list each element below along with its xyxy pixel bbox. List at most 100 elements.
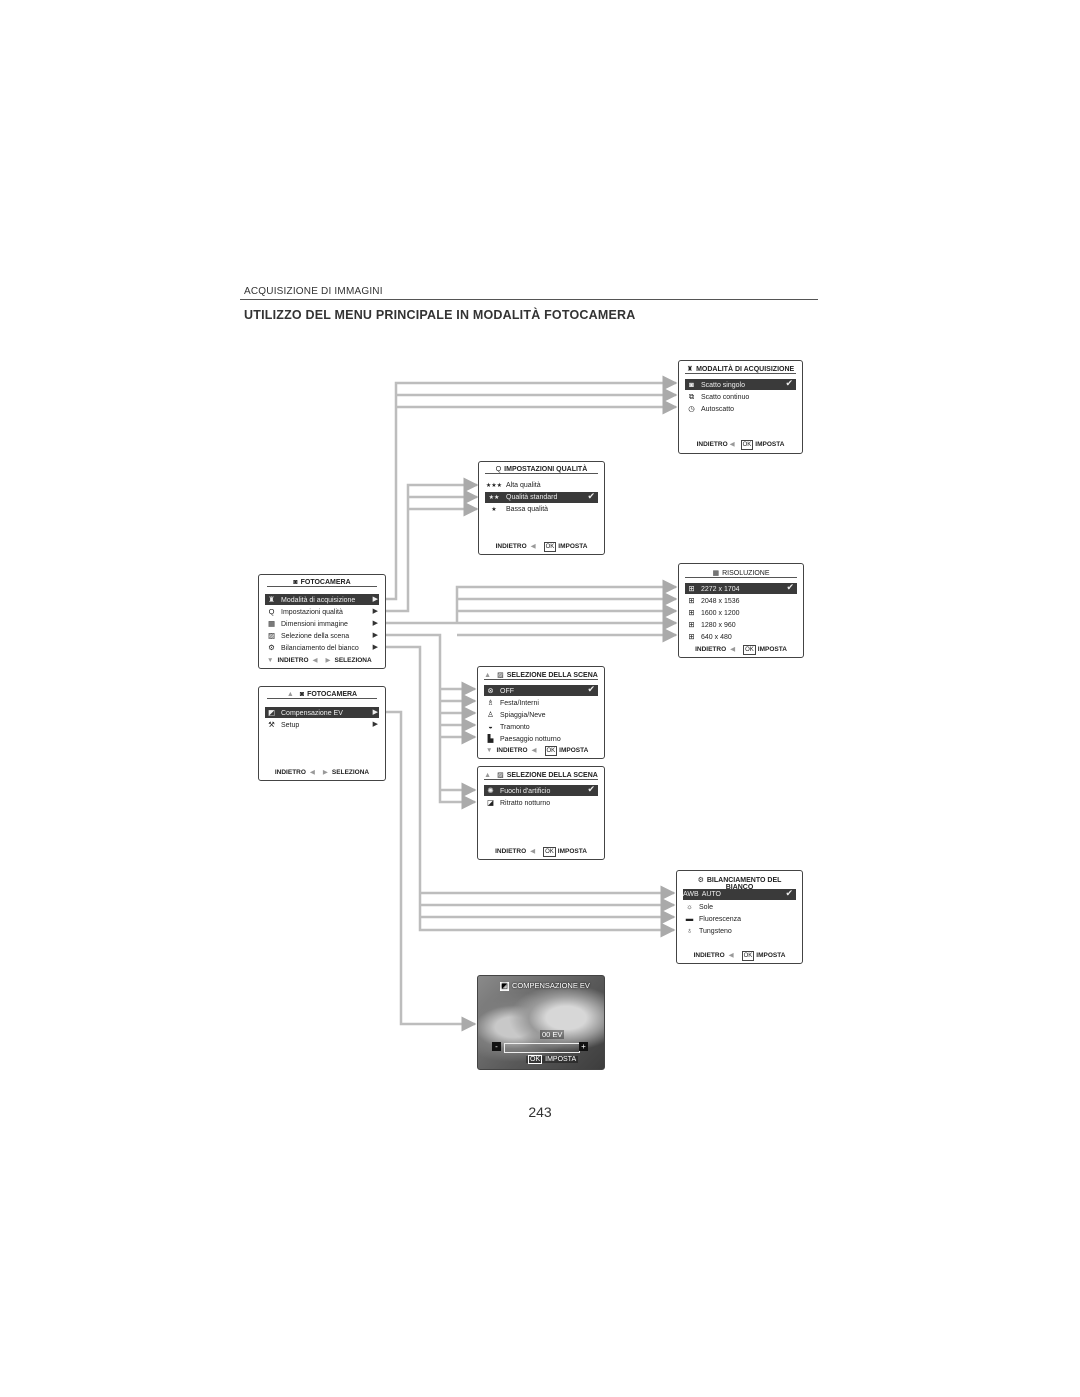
back-button[interactable]: INDIETRO xyxy=(496,747,528,754)
menu-footer: INDIETRO◀▶SELEZIONA xyxy=(259,768,385,776)
white-balance-icon: ⚙ xyxy=(268,643,275,652)
page-title: UTILIZZO DEL MENU PRINCIPALE IN MODALITÀ… xyxy=(244,308,636,322)
capture-mode-icon: ♜ xyxy=(686,366,694,373)
arrow-right-icon: ▶ xyxy=(372,632,378,639)
set-button[interactable]: IMPOSTA xyxy=(558,543,588,550)
camera-icon: ◙ xyxy=(293,579,298,586)
check-icon: ✔ xyxy=(587,684,595,694)
image-size-icon: ▦ xyxy=(267,619,276,628)
back-button[interactable]: INDIETRO xyxy=(274,769,306,776)
arrow-left-icon: ◀ xyxy=(530,848,536,855)
back-button[interactable]: INDIETRO xyxy=(696,441,728,448)
scene-off-icon: ⊗ xyxy=(487,686,494,695)
ev-icon: ◩ xyxy=(500,982,509,991)
resolution-icon: ⊞ xyxy=(688,584,695,593)
option-beach-snow[interactable]: ♙Spiaggia/Neve xyxy=(484,709,598,720)
option-wb-fluorescent[interactable]: ▬Fluorescenza xyxy=(683,913,796,924)
menu-item-white-balance[interactable]: ⚙Bilanciamento del bianco▶ xyxy=(265,642,379,653)
arrow-right-icon: ▶ xyxy=(372,620,378,627)
back-button[interactable]: INDIETRO xyxy=(495,848,527,855)
set-button[interactable]: IMPOSTA xyxy=(557,848,587,855)
option-continuous[interactable]: ⧉Scatto continuo xyxy=(685,391,796,402)
menu-item-label: Compensazione EV xyxy=(281,710,343,717)
arrow-right-icon: ▶ xyxy=(372,709,378,716)
select-button[interactable]: SELEZIONA xyxy=(331,769,370,776)
option-wb-sun[interactable]: ☼Sole xyxy=(683,901,796,912)
option-label: Qualità standard xyxy=(506,494,558,501)
menu-item-scene[interactable]: ▨Selezione della scena▶ xyxy=(265,630,379,641)
option-label: Alta qualità xyxy=(506,482,541,489)
option-label: Scatto continuo xyxy=(701,394,750,401)
option-fireworks[interactable]: ✺Fuochi d'artificio✔ xyxy=(484,784,598,796)
resolution-icon: ⊞ xyxy=(688,608,695,617)
menu-item-image-size[interactable]: ▦Dimensioni immagine▶ xyxy=(265,618,379,629)
ok-icon: OK xyxy=(543,542,557,552)
set-button[interactable]: IMPOSTA xyxy=(545,1056,577,1063)
option-low-quality[interactable]: ★Bassa qualità xyxy=(485,504,598,515)
option-640x480[interactable]: ⊞640 x 480 xyxy=(685,631,797,642)
option-single-shot[interactable]: ◙Scatto singolo✔ xyxy=(685,378,796,390)
select-button[interactable]: SELEZIONA xyxy=(334,657,372,664)
menu-footer: ▼INDIETRO◀▶SELEZIONA xyxy=(259,656,385,664)
fireworks-icon: ✺ xyxy=(487,786,494,795)
arrow-left-icon: ◀ xyxy=(312,657,318,664)
menu-item-label: Modalità di acquisizione xyxy=(281,597,356,604)
arrow-down-icon: ▼ xyxy=(486,747,493,754)
option-label: Autoscatto xyxy=(701,406,735,413)
option-night-portrait[interactable]: ◪Ritratto notturno xyxy=(484,797,598,808)
option-label: AUTO xyxy=(701,891,722,898)
arrow-right-icon: ▶ xyxy=(372,596,378,603)
option-label: Bassa qualità xyxy=(506,506,549,513)
menu-item-capture-mode[interactable]: ♜Modalità di acquisizione▶ xyxy=(265,594,379,605)
camera-menu-page1: ◙FOTOCAMERA ♜Modalità di acquisizione▶ Q… xyxy=(258,574,386,669)
back-button[interactable]: INDIETRO xyxy=(693,952,725,959)
scene-screen-page1: ▲▨SELEZIONE DELLA SCENA ⊗OFF✔ ♗Festa/Int… xyxy=(477,666,605,759)
self-timer-icon: ◷ xyxy=(688,404,695,413)
option-1280x960[interactable]: ⊞1280 x 960 xyxy=(685,619,797,630)
option-wb-tungsten[interactable]: ♁Tungsteno xyxy=(683,925,796,936)
option-label: Sole xyxy=(699,904,714,911)
capture-mode-screen: ♜MODALITÀ DI ACQUISIZIONE ◙Scatto singol… xyxy=(678,360,803,454)
back-button[interactable]: INDIETRO xyxy=(495,543,527,550)
option-party-indoor[interactable]: ♗Festa/Interni xyxy=(484,697,598,708)
option-self-timer[interactable]: ◷ Autoscatto xyxy=(685,403,796,414)
set-button[interactable]: IMPOSTA xyxy=(757,646,787,653)
tungsten-bulb-icon: ♁ xyxy=(686,926,693,935)
option-sunset[interactable]: ◒Tramonto xyxy=(484,721,598,732)
ev-plus-button[interactable]: + xyxy=(579,1042,588,1051)
option-label: 1600 x 1200 xyxy=(701,610,740,617)
set-button[interactable]: IMPOSTA xyxy=(756,952,786,959)
option-night-landscape[interactable]: ▙Paesaggio notturno xyxy=(484,733,598,744)
set-button[interactable]: IMPOSTA xyxy=(755,441,785,448)
ev-header: ◩COMPENSAZIONE EV xyxy=(500,981,590,991)
back-button[interactable]: INDIETRO xyxy=(277,657,309,664)
option-high-quality[interactable]: ★★★Alta qualità xyxy=(485,480,598,491)
option-1600x1200[interactable]: ⊞ 1600 x 1200 xyxy=(685,607,797,618)
menu-header: FOTOCAMERA xyxy=(307,691,358,698)
screen-header: SELEZIONE DELLA SCENA xyxy=(506,672,598,679)
option-2272x1704[interactable]: ⊞2272 x 1704✔ xyxy=(685,582,797,594)
back-button[interactable]: INDIETRO xyxy=(695,646,727,653)
option-standard-quality[interactable]: ★★Qualità standard✔ xyxy=(485,491,598,503)
option-2048x1536[interactable]: ⊞2048 x 1536 xyxy=(685,595,797,606)
screen-header: RISOLUZIONE xyxy=(722,570,770,577)
ok-icon: OK xyxy=(743,645,756,655)
menu-item-ev-compensation[interactable]: ◩Compensazione EV▶ xyxy=(265,707,379,718)
quality-icon: Q xyxy=(268,607,275,616)
set-button[interactable]: IMPOSTA xyxy=(559,747,589,754)
setup-icon: ⚒ xyxy=(268,720,275,729)
menu-item-label: Setup xyxy=(281,722,300,729)
menu-item-setup[interactable]: ⚒Setup▶ xyxy=(265,719,379,730)
option-scene-off[interactable]: ⊗OFF✔ xyxy=(484,684,598,696)
ev-minus-button[interactable]: - xyxy=(492,1042,501,1051)
option-label: 2272 x 1704 xyxy=(701,586,740,593)
option-label: Festa/Interni xyxy=(500,700,539,707)
ev-slider[interactable] xyxy=(504,1043,580,1053)
menu-header: FOTOCAMERA xyxy=(300,579,351,586)
